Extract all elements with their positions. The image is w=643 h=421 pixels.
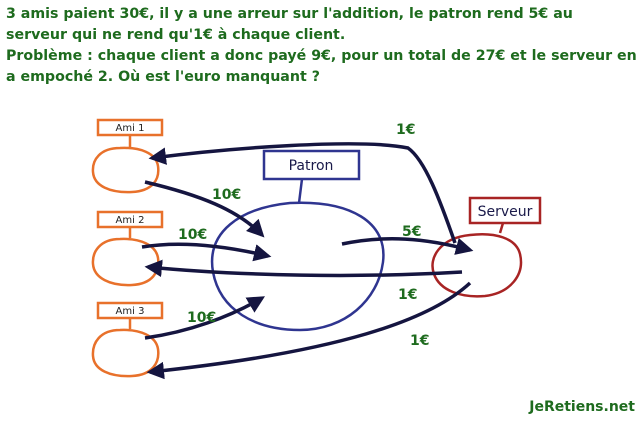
ami-2-label: Ami 2 [116, 215, 145, 226]
site-watermark: JeRetiens.net [529, 399, 635, 415]
patron-label: Patron [289, 158, 334, 174]
patron-label-box [262, 149, 361, 181]
arrow-serveur-to-ami1 [148, 142, 457, 244]
serveur-connector [498, 222, 505, 234]
ami-3-shape [91, 328, 160, 378]
amount-serveur-to-ami1: 1€ [396, 122, 415, 138]
arrow-patron-to-serveur [341, 237, 474, 255]
ami-1-node: Ami 1 [91, 118, 164, 194]
serveur-label: Serveur [478, 204, 533, 220]
ami-3-node: Ami 3 [91, 301, 164, 378]
amount-serveur-to-ami2: 1€ [398, 287, 417, 303]
amount-ami1-to-patron: 10€ [212, 187, 241, 203]
arrow-ami1-to-patron [144, 180, 265, 238]
statement-line-1: 3 amis paient 30€, il y a une arreur sur… [6, 6, 573, 43]
arrow-serveur-to-ami3 [146, 281, 472, 380]
serveur-shape [431, 233, 523, 298]
serveur-label-box [468, 196, 542, 225]
patron-shape [210, 201, 385, 332]
patron-connector [297, 178, 304, 204]
problem-statement: 3 amis paient 30€, il y a une arreur sur… [6, 4, 638, 88]
ami-1-shape [91, 146, 160, 194]
serveur-node: Serveur [431, 196, 542, 298]
amount-patron-to-serveur: 5€ [402, 224, 421, 240]
statement-line-2: Problème : chaque client a donc payé 9€,… [6, 48, 637, 85]
amount-ami3-to-patron: 10€ [187, 310, 216, 326]
amount-ami2-to-patron: 10€ [178, 227, 207, 243]
ami-2-node: Ami 2 [91, 210, 164, 287]
arrow-ami3-to-patron [144, 296, 266, 340]
arrow-serveur-to-ami2 [144, 259, 463, 278]
ami-1-label: Ami 1 [116, 123, 145, 134]
amount-serveur-to-ami3: 1€ [410, 333, 429, 349]
ami-2-shape [91, 237, 160, 287]
arrow-ami2-to-patron [141, 242, 272, 262]
patron-node: Patron [210, 149, 385, 332]
ami-3-label: Ami 3 [116, 306, 145, 317]
